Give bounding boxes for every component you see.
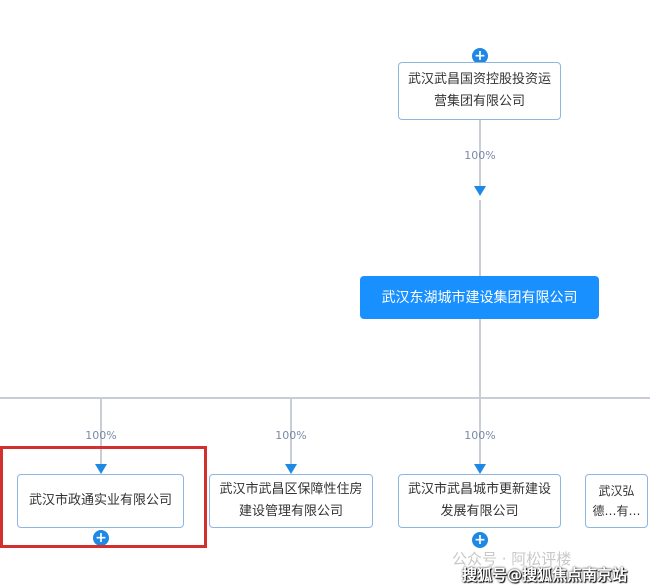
wechat-watermark: 公众号 · 阿松评楼 — [452, 550, 572, 568]
sohu-watermark: 搜狐号@搜狐焦点南京站 — [462, 566, 628, 584]
connector — [290, 397, 292, 467]
share-percent: 100% — [464, 429, 496, 442]
main-company-node[interactable]: 武汉东湖城市建设集团有限公司 — [360, 276, 599, 319]
highlight-rectangle — [0, 446, 207, 548]
connector — [479, 319, 481, 397]
connector — [100, 397, 102, 467]
connector — [479, 200, 481, 276]
top-shareholder-node[interactable]: 武汉武昌国资控股投资运营集团有限公司 — [398, 62, 561, 120]
node-label: 武汉弘德…有… — [592, 484, 641, 518]
expand-plus-icon[interactable]: + — [472, 48, 488, 64]
child-node-baozhang[interactable]: 武汉市武昌区保障性住房建设管理有限公司 — [209, 474, 373, 528]
node-label: 武汉市武昌城市更新建设发展有限公司 — [407, 482, 551, 519]
arrow-down-icon — [285, 464, 297, 474]
child-node-hongde[interactable]: 武汉弘德…有… — [585, 474, 648, 528]
node-label: 武汉市武昌区保障性住房建设管理有限公司 — [219, 482, 363, 519]
arrow-down-icon — [474, 464, 486, 474]
node-label: 武汉武昌国资控股投资运营集团有限公司 — [407, 72, 551, 109]
connector — [479, 120, 481, 190]
arrow-down-icon — [95, 464, 107, 474]
connector — [479, 397, 481, 467]
node-label: 武汉市政通实业有限公司 — [28, 493, 172, 508]
share-percent: 100% — [275, 429, 307, 442]
child-node-gengxin[interactable]: 武汉市武昌城市更新建设发展有限公司 — [398, 474, 561, 528]
node-label: 武汉东湖城市建设集团有限公司 — [381, 289, 578, 306]
expand-plus-icon[interactable]: + — [93, 530, 109, 546]
connector-horizontal — [0, 397, 650, 399]
arrow-down-icon — [474, 186, 486, 196]
share-percent: 100% — [85, 429, 117, 442]
share-percent: 100% — [464, 149, 496, 162]
child-node-zhengtong[interactable]: 武汉市政通实业有限公司 — [17, 474, 184, 528]
expand-plus-icon[interactable]: + — [472, 532, 488, 548]
